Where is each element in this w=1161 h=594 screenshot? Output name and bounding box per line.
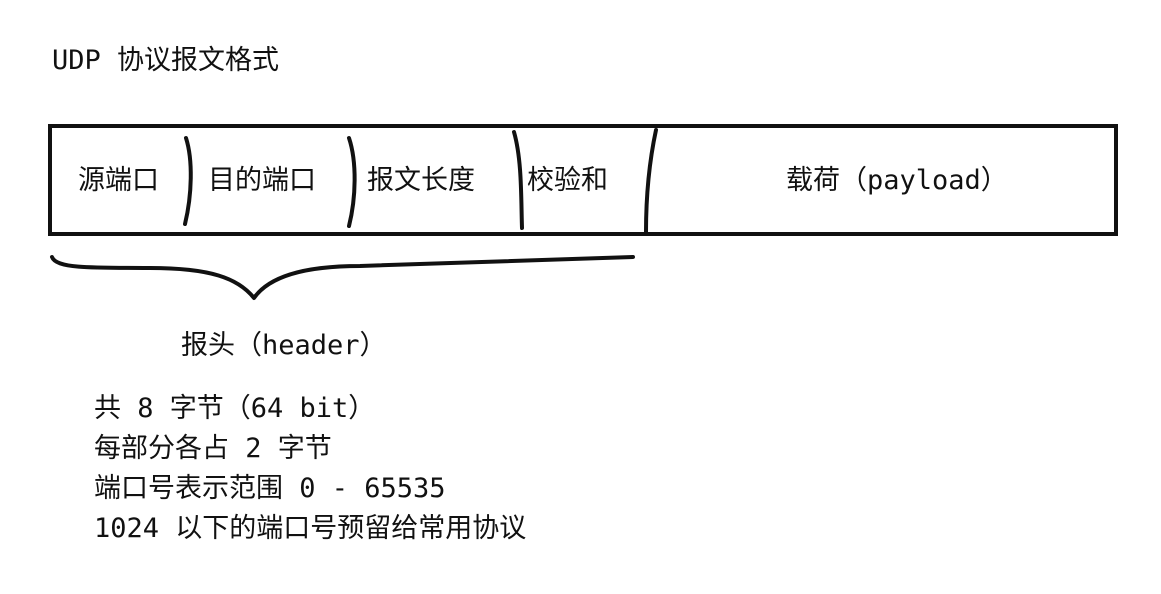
divider-after-source-port bbox=[183, 136, 193, 226]
field-dest-port: 目的端口 bbox=[208, 165, 316, 196]
note-port-range: 端口号表示范围 0 - 65535 bbox=[94, 473, 446, 504]
field-length: 报文长度 bbox=[367, 165, 475, 196]
packet-box bbox=[48, 124, 1118, 236]
header-label: 报头（header） bbox=[181, 330, 387, 361]
field-source-port: 源端口 bbox=[78, 165, 159, 196]
diagram-title: UDP 协议报文格式 bbox=[52, 45, 280, 76]
divider-after-dest-port bbox=[347, 136, 357, 228]
note-size: 共 8 字节（64 bit） bbox=[94, 393, 376, 424]
divider-after-length bbox=[512, 130, 524, 230]
header-brace bbox=[50, 255, 635, 300]
divider-after-checksum bbox=[644, 128, 658, 234]
note-reserved-ports: 1024 以下的端口号预留给常用协议 bbox=[94, 513, 527, 544]
note-each-field: 每部分各占 2 字节 bbox=[94, 433, 332, 464]
field-payload: 载荷（payload） bbox=[786, 165, 1008, 196]
field-checksum: 校验和 bbox=[527, 165, 608, 196]
